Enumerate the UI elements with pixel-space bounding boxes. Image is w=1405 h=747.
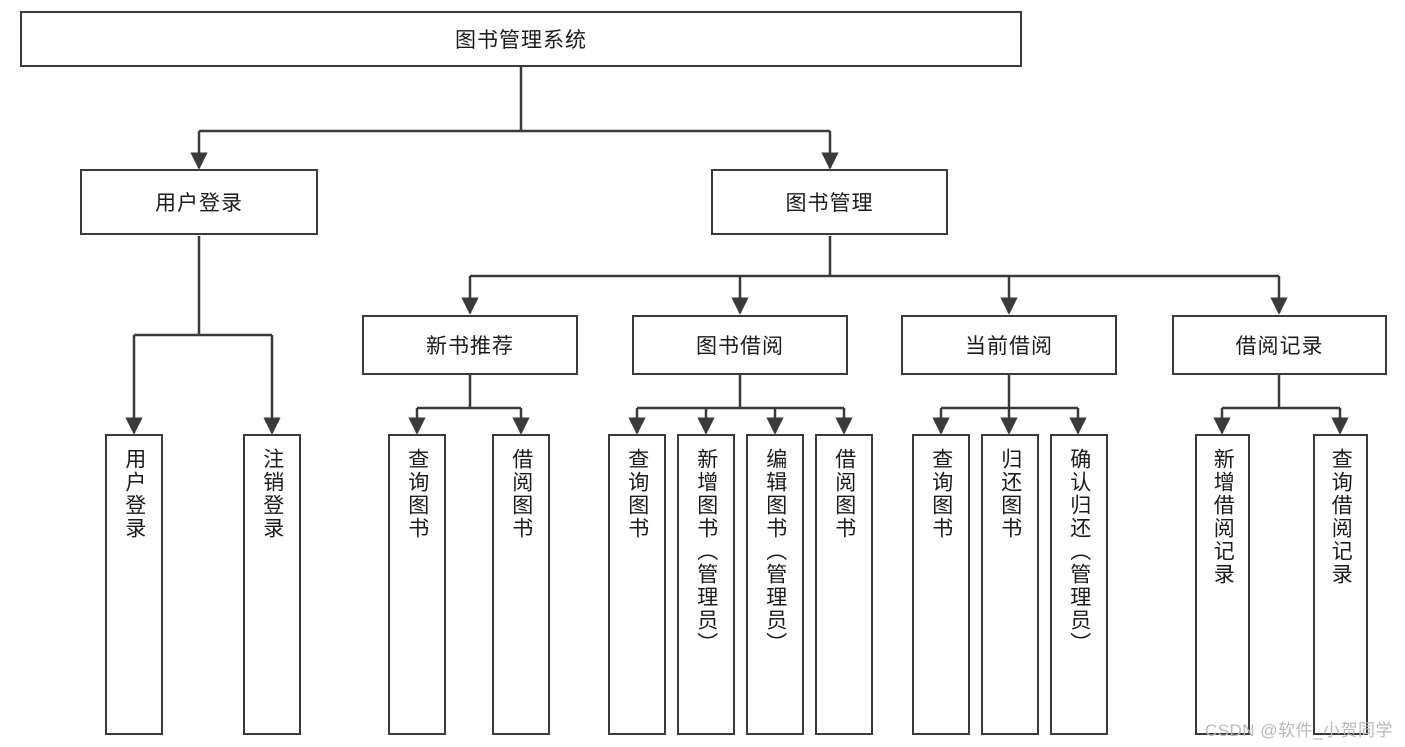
leaf-book-borrow-query[interactable]: 查询图书	[608, 434, 666, 735]
leaf-new-book-borrow[interactable]: 借阅图书	[492, 434, 550, 735]
node-book-borrow[interactable]: 图书借阅	[632, 315, 848, 375]
leaf-current-borrow-return[interactable]: 归还图书	[981, 434, 1039, 735]
leaf-user-login-logout[interactable]: 注销登录	[243, 434, 301, 735]
leaf-book-borrow-add[interactable]: 新增图书（管理员）	[677, 434, 735, 735]
leaf-current-borrow-query[interactable]: 查询图书	[912, 434, 970, 735]
leaf-current-borrow-confirm-return[interactable]: 确认归还（管理员）	[1050, 434, 1108, 735]
leaf-book-borrow-borrow[interactable]: 借阅图书	[815, 434, 873, 735]
node-label: 查询图书	[929, 448, 953, 540]
node-label: 图书借阅	[696, 335, 784, 358]
node-label: 确认归还（管理员）	[1067, 448, 1091, 655]
node-label: 新增图书（管理员）	[694, 448, 718, 655]
node-label: 当前借阅	[965, 335, 1053, 358]
leaf-new-book-query[interactable]: 查询图书	[388, 434, 446, 735]
node-label: 借阅图书	[509, 448, 533, 540]
node-label: 新增借阅记录	[1211, 448, 1235, 586]
node-borrow-record[interactable]: 借阅记录	[1172, 315, 1387, 375]
node-label: 借阅图书	[832, 448, 856, 540]
node-label: 借阅记录	[1235, 335, 1324, 358]
node-label: 用户登录	[155, 192, 243, 215]
node-label: 查询借阅记录	[1329, 448, 1353, 586]
node-label: 用户登录	[122, 448, 146, 540]
leaf-user-login-login[interactable]: 用户登录	[105, 434, 163, 735]
node-root-system[interactable]: 图书管理系统	[20, 11, 1022, 67]
node-current-borrow[interactable]: 当前借阅	[901, 315, 1117, 375]
node-label: 新书推荐	[426, 335, 514, 358]
node-label: 注销登录	[260, 448, 284, 540]
node-label: 图书管理	[785, 192, 874, 215]
leaf-borrow-record-query[interactable]: 查询借阅记录	[1313, 434, 1368, 735]
node-label: 图书管理系统	[455, 29, 587, 52]
leaf-book-borrow-edit[interactable]: 编辑图书（管理员）	[746, 434, 804, 735]
node-book-management[interactable]: 图书管理	[711, 169, 948, 235]
node-label: 编辑图书（管理员）	[763, 448, 787, 655]
node-user-login[interactable]: 用户登录	[80, 169, 318, 235]
node-label: 查询图书	[625, 448, 649, 540]
node-label: 归还图书	[998, 448, 1022, 540]
leaf-borrow-record-add[interactable]: 新增借阅记录	[1195, 434, 1250, 735]
node-new-book-recommend[interactable]: 新书推荐	[362, 315, 578, 375]
node-label: 查询图书	[405, 448, 429, 540]
watermark-text: CSDN @软件_小贺同学	[1204, 721, 1393, 740]
